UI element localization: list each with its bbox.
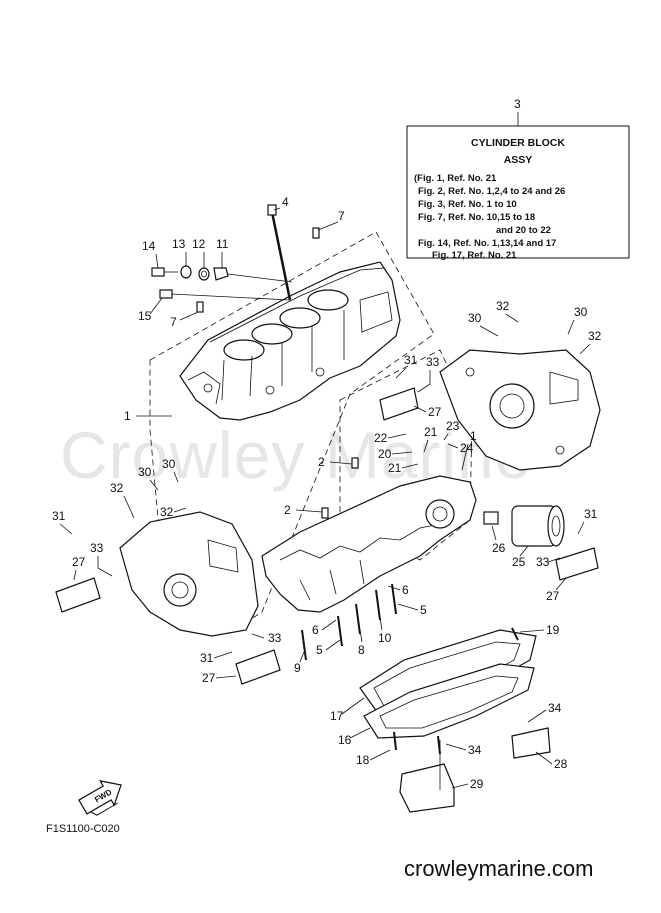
callout-number: 24 xyxy=(460,441,474,455)
callout-number: 33 xyxy=(90,541,104,555)
callout-number: 13 xyxy=(172,237,186,251)
oil-pan-gasket xyxy=(359,629,537,739)
infobox-subtitle: ASSY xyxy=(504,154,533,166)
bolt xyxy=(301,583,519,755)
callout-number: 11 xyxy=(216,237,229,251)
stud-bolt xyxy=(267,204,292,301)
dowel-pin xyxy=(351,457,359,469)
infobox-line: Fig. 14, Ref. No. 1,13,14 and 17 xyxy=(418,238,556,249)
dowel-pin xyxy=(196,301,204,313)
callout-number: 27 xyxy=(428,405,442,419)
callout-number: 6 xyxy=(312,623,319,637)
callout-number: 21 xyxy=(424,425,438,439)
callout-number: 18 xyxy=(356,753,370,767)
infobox-line: and 20 to 22 xyxy=(496,225,551,236)
callout-number: 30 xyxy=(468,311,482,325)
callout-number: 31 xyxy=(52,509,66,523)
callout-number: 31 xyxy=(200,651,214,665)
infobox-line: Fig. 3, Ref. No. 1 to 10 xyxy=(418,199,517,210)
infobox-line: Fig. 2, Ref. No. 1,2,4 to 24 and 26 xyxy=(418,186,565,197)
dowel-pin xyxy=(312,227,320,239)
cylinder-block-infobox: 3 CYLINDER BLOCK ASSY (Fig. 1, Ref. No. … xyxy=(406,97,630,261)
callout-number: 22 xyxy=(374,431,388,445)
callout-number: 15 xyxy=(138,309,152,323)
callout-number: 23 xyxy=(446,419,460,433)
callout-number: 7 xyxy=(338,209,345,223)
infobox-ref-number: 3 xyxy=(514,97,521,111)
callout-number: 32 xyxy=(588,329,602,343)
callout-number: 34 xyxy=(468,743,482,757)
callout-number: 27 xyxy=(546,589,560,603)
mount-bracket xyxy=(399,727,551,813)
callout-number: 30 xyxy=(138,465,152,479)
forward-arrow-icon: FWD xyxy=(78,780,122,816)
callout-number: 5 xyxy=(420,603,427,617)
callout-number: 1 xyxy=(124,409,131,423)
callout-number: 30 xyxy=(162,457,176,471)
callout-number: 31 xyxy=(584,507,598,521)
figure-code: F1S1100-C020 xyxy=(46,823,120,835)
callout-number: 2 xyxy=(284,503,291,517)
crankcase xyxy=(261,457,477,613)
callout-number: 33 xyxy=(426,355,440,369)
infobox-line: Fig. 17, Ref. No. 21 xyxy=(432,250,517,261)
callout-number: 32 xyxy=(496,299,510,313)
callout-number: 28 xyxy=(554,757,568,771)
callout-number: 33 xyxy=(536,555,550,569)
callout-number: 29 xyxy=(470,777,484,791)
callout-number: 20 xyxy=(378,447,392,461)
callout-number: 2 xyxy=(318,455,325,469)
callout-number: 7 xyxy=(170,315,177,329)
callout-number: 31 xyxy=(404,353,418,367)
callout-number: 10 xyxy=(378,631,392,645)
callout-number: 19 xyxy=(546,623,560,637)
right-side-cover xyxy=(439,349,601,471)
callout-number: 27 xyxy=(72,555,86,569)
callout-number: 32 xyxy=(110,481,124,495)
callout-number: 9 xyxy=(294,661,301,675)
bracket xyxy=(55,387,599,685)
callout-number: 25 xyxy=(512,555,526,569)
callout-number: 16 xyxy=(338,733,352,747)
callout-number: 12 xyxy=(192,237,206,251)
cylinder-block xyxy=(179,261,401,421)
callout-number: 17 xyxy=(330,709,344,723)
infobox-line: (Fig. 1, Ref. No. 21 xyxy=(414,173,497,184)
callout-number: 26 xyxy=(492,541,506,555)
left-side-cover xyxy=(119,511,259,637)
callout-number: 33 xyxy=(268,631,282,645)
fitting-group xyxy=(151,265,293,301)
callout-number: 21 xyxy=(388,461,402,475)
callout-number: 8 xyxy=(358,643,365,657)
callout-number: 6 xyxy=(402,583,409,597)
callout-number: 14 xyxy=(142,239,156,253)
callouts: 4 7 14 13 12 11 15 7 1 2 2 1 31 33 27 22… xyxy=(52,195,602,791)
site-url: crowleymarine.com xyxy=(404,856,594,881)
infobox-line: Fig. 7, Ref. No. 10,15 to 18 xyxy=(418,212,535,223)
callout-number: 5 xyxy=(316,643,323,657)
oil-filter xyxy=(483,505,565,547)
callout-number: 1 xyxy=(470,429,477,443)
callout-number: 30 xyxy=(574,305,588,319)
dowel-pin xyxy=(321,507,329,519)
callout-number: 34 xyxy=(548,701,562,715)
infobox-title: CYLINDER BLOCK xyxy=(471,137,565,149)
callout-number: 27 xyxy=(202,671,216,685)
callout-number: 4 xyxy=(282,195,289,209)
callout-number: 32 xyxy=(160,505,174,519)
